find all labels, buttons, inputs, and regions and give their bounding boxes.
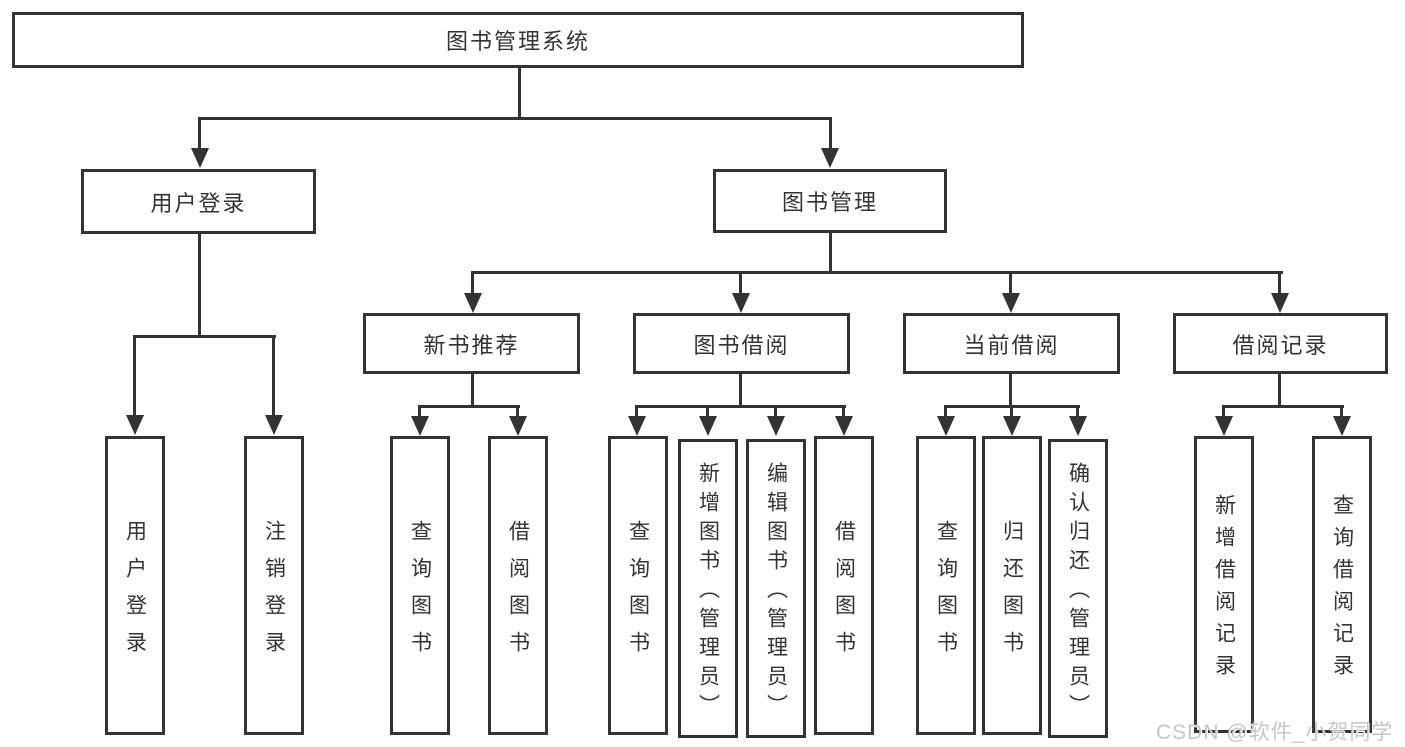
connector-line [198, 234, 201, 338]
connector-line [1076, 405, 1079, 418]
leaf-label: 查询借阅记录 [1330, 494, 1354, 686]
leaf-label: 借阅图书 [832, 519, 856, 668]
connector-line [842, 405, 845, 418]
node-current-borrow: 当前借阅 [903, 313, 1120, 374]
connector-line [635, 405, 638, 418]
connector-line [739, 271, 742, 296]
leaf-user-login: 用户登录 [105, 436, 165, 735]
arrow-down-icon [265, 415, 283, 435]
leaf-bb-add-book-admin: 新增图书（管理员） [678, 439, 738, 738]
connector-line [471, 271, 1283, 274]
connector-line [706, 405, 709, 418]
leaf-label: 注销登录 [262, 519, 286, 668]
leaf-label: 查询图书 [626, 519, 650, 668]
connector-line [1340, 405, 1343, 418]
connector-line [829, 117, 832, 150]
connector-line [133, 335, 276, 338]
node-root-label: 图书管理系统 [445, 29, 590, 54]
arrow-down-icon [628, 416, 646, 436]
arrow-down-icon [699, 416, 717, 436]
arrow-down-icon [1215, 416, 1233, 436]
leaf-label: 查询图书 [934, 519, 958, 668]
leaf-label: 归还图书 [1000, 519, 1024, 668]
arrow-down-icon [411, 416, 429, 436]
arrow-down-icon [835, 416, 853, 436]
connector-line [774, 405, 777, 418]
leaf-cb-confirm-return-admin: 确认归还（管理员） [1048, 439, 1108, 738]
leaf-label: 新增图书（管理员） [696, 462, 720, 723]
node-root: 图书管理系统 [12, 12, 1024, 68]
connector-line [133, 335, 136, 417]
leaf-label: 编辑图书（管理员） [764, 462, 788, 723]
connector-line [944, 405, 947, 418]
arrow-down-icon [1002, 293, 1020, 313]
node-user-login: 用户登录 [81, 169, 316, 234]
connector-line [418, 405, 421, 418]
leaf-bb-borrow-book: 借阅图书 [814, 436, 874, 735]
leaf-cb-query-book: 查询图书 [916, 436, 976, 735]
arrow-down-icon [509, 416, 527, 436]
leaf-label: 查询图书 [408, 519, 432, 668]
node-borrow-record: 借阅记录 [1173, 313, 1388, 374]
connector-line [272, 335, 275, 417]
arrow-down-icon [937, 416, 955, 436]
arrow-down-icon [1271, 293, 1289, 313]
node-book-borrow: 图书借阅 [633, 313, 850, 374]
arrow-down-icon [126, 415, 144, 435]
connector-line [198, 117, 832, 120]
connector-line [518, 68, 521, 118]
arrow-down-icon [1003, 416, 1021, 436]
node-label: 用户登录 [150, 190, 247, 216]
connector-line [635, 405, 846, 408]
connector-line [1222, 405, 1344, 408]
node-label: 图书借阅 [693, 332, 790, 358]
connector-line [516, 405, 519, 418]
leaf-nbr-borrow-book: 借阅图书 [488, 436, 548, 735]
leaf-bb-edit-book-admin: 编辑图书（管理员） [746, 439, 806, 738]
arrow-down-icon [1069, 416, 1087, 436]
watermark: CSDN @软件_小贺同学 [1156, 721, 1394, 744]
leaf-label: 新增借阅记录 [1212, 494, 1236, 686]
connector-line [1278, 374, 1281, 407]
leaf-label: 借阅图书 [506, 519, 530, 668]
connector-line [1009, 271, 1012, 296]
node-label: 图书管理 [781, 190, 878, 215]
connector-line [1010, 405, 1013, 418]
arrow-down-icon [732, 293, 750, 313]
node-label: 借阅记录 [1232, 332, 1329, 358]
node-book-management: 图书管理 [713, 169, 947, 233]
connector-line [419, 405, 520, 408]
leaf-nbr-query-book: 查询图书 [390, 436, 450, 735]
connector-line [1222, 405, 1225, 418]
arrow-down-icon [464, 293, 482, 313]
arrow-down-icon [1333, 416, 1351, 436]
leaf-br-query-record: 查询借阅记录 [1312, 436, 1372, 733]
connector-line [471, 271, 474, 296]
connector-line [739, 374, 742, 407]
leaf-logout-login: 注销登录 [244, 436, 304, 735]
node-label: 新书推荐 [423, 332, 520, 358]
connector-line [1278, 271, 1281, 296]
arrow-down-icon [191, 148, 209, 168]
node-label: 当前借阅 [963, 332, 1060, 358]
connector-line [829, 233, 832, 274]
leaf-label: 用户登录 [123, 519, 147, 668]
node-new-book-recommend: 新书推荐 [363, 313, 580, 374]
arrow-down-icon [767, 416, 785, 436]
arrow-down-icon [821, 148, 839, 168]
leaf-label: 确认归还（管理员） [1066, 462, 1090, 723]
connector-line [1009, 374, 1012, 407]
leaf-bb-query-book: 查询图书 [608, 436, 668, 735]
leaf-cb-return-book: 归还图书 [982, 436, 1042, 735]
connector-line [471, 374, 474, 407]
leaf-br-add-record: 新增借阅记录 [1194, 436, 1254, 733]
connector-line [198, 117, 201, 150]
